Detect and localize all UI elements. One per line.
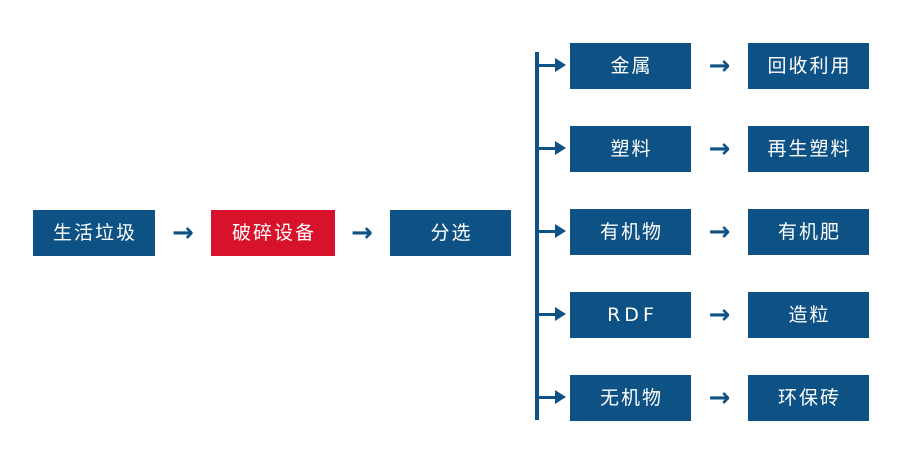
arrow-glyph: → bbox=[708, 300, 731, 330]
arrow-right-icon-main-2: → bbox=[342, 210, 382, 256]
branch-product-node-recycling[interactable]: 回收利用 bbox=[748, 43, 869, 89]
flow-node-label: 分选 bbox=[430, 221, 473, 244]
branch-material-node-organic[interactable]: 有机物 bbox=[570, 209, 691, 255]
branch-product-label: 回收利用 bbox=[767, 54, 852, 77]
arrow-glyph: → bbox=[708, 383, 731, 413]
branch-product-label: 有机肥 bbox=[777, 220, 841, 243]
branch-product-node-organic-fertilizer[interactable]: 有机肥 bbox=[748, 209, 869, 255]
branch-material-node-metal[interactable]: 金属 bbox=[570, 43, 691, 89]
branch-connector-line-2 bbox=[539, 147, 557, 150]
arrow-glyph: → bbox=[708, 134, 731, 164]
arrow-right-icon-branch-4: → bbox=[697, 292, 742, 338]
branch-material-label: 无机物 bbox=[599, 386, 663, 409]
arrow-right-icon-branch-1: → bbox=[697, 43, 742, 89]
branch-material-node-plastic[interactable]: 塑料 bbox=[570, 126, 691, 172]
arrow-glyph: → bbox=[708, 51, 731, 81]
branch-material-label: 有机物 bbox=[599, 220, 663, 243]
branch-connector-line-1 bbox=[539, 64, 557, 67]
branch-product-node-granulation[interactable]: 造粒 bbox=[748, 292, 869, 338]
arrow-glyph: → bbox=[351, 218, 373, 248]
branch-connector-line-5 bbox=[539, 396, 557, 399]
branch-product-label: 环保砖 bbox=[777, 386, 841, 409]
flow-node-crushing-equipment[interactable]: 破碎设备 bbox=[211, 210, 335, 256]
arrow-right-icon-branch-2: → bbox=[697, 126, 742, 172]
branch-arrow-head-icon-4 bbox=[555, 307, 566, 321]
flow-node-household-waste[interactable]: 生活垃圾 bbox=[33, 210, 155, 256]
branch-arrow-head-icon-3 bbox=[555, 224, 566, 238]
branch-arrow-head-icon-5 bbox=[555, 390, 566, 404]
flow-node-label: 生活垃圾 bbox=[52, 221, 137, 244]
branch-arrow-head-icon-1 bbox=[555, 58, 566, 72]
branch-material-label: 塑料 bbox=[610, 137, 653, 160]
branch-product-label: 再生塑料 bbox=[767, 137, 852, 160]
branch-material-label: 金属 bbox=[610, 54, 653, 77]
branch-connector-line-3 bbox=[539, 230, 557, 233]
branch-material-node-inorganic[interactable]: 无机物 bbox=[570, 375, 691, 421]
arrow-right-icon-main-1: → bbox=[163, 210, 203, 256]
branch-arrow-head-icon-2 bbox=[555, 141, 566, 155]
arrow-glyph: → bbox=[172, 218, 194, 248]
arrow-glyph: → bbox=[708, 217, 731, 247]
branch-product-node-eco-brick[interactable]: 环保砖 bbox=[748, 375, 869, 421]
arrow-right-icon-branch-3: → bbox=[697, 209, 742, 255]
branch-product-node-recycled-plastic[interactable]: 再生塑料 bbox=[748, 126, 869, 172]
arrow-right-icon-branch-5: → bbox=[697, 375, 742, 421]
branch-material-label: RDF bbox=[607, 303, 658, 326]
branch-connector-line-4 bbox=[539, 313, 557, 316]
branch-trunk-line bbox=[535, 52, 539, 420]
flow-node-label: 破碎设备 bbox=[231, 221, 316, 244]
flow-node-sorting[interactable]: 分选 bbox=[390, 210, 511, 256]
branch-material-node-rdf[interactable]: RDF bbox=[570, 292, 691, 338]
branch-product-label: 造粒 bbox=[788, 303, 831, 326]
